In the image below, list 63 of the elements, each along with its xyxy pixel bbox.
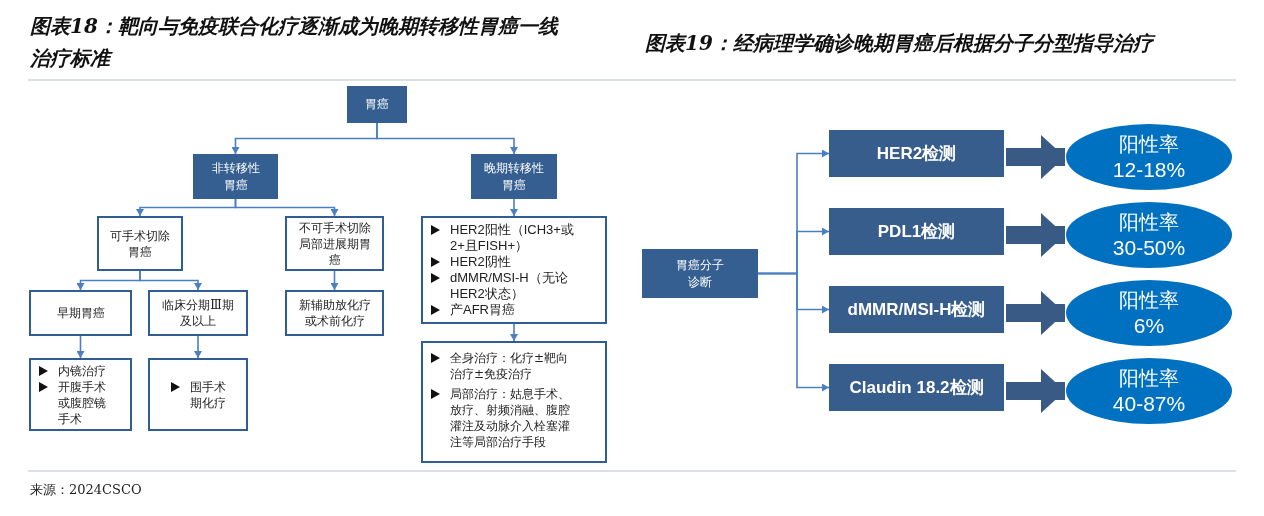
list-item: 局部治疗：姑息手术、放疗、射频消融、腹腔灌注及动脉介入栓塞灌注等局部治疗手段 <box>450 386 571 450</box>
box-text: dMMR/MSI-H检测 <box>847 299 986 321</box>
box-text: 晚期转移性胃癌 <box>483 159 545 194</box>
result-value: 30-50% <box>1112 235 1186 261</box>
process-box <box>285 216 384 271</box>
result-label: 阳性率 <box>1119 365 1179 391</box>
connector-arrow <box>194 335 202 359</box>
connector-arrow <box>330 270 339 291</box>
list-item: 内镜治疗 <box>58 362 107 379</box>
result-value: 12-18% <box>1112 157 1186 183</box>
box-text: Claudin 18.2检测 <box>849 377 984 399</box>
list-box <box>29 358 132 431</box>
box-text: PDL1检测 <box>877 221 956 243</box>
block-arrow <box>1006 369 1065 413</box>
list-item: 开腹手术或腹腔镜手术 <box>58 378 107 427</box>
list-item: dMMR/MSI-H（无论HER2状态） <box>450 270 569 302</box>
list-box <box>421 216 607 324</box>
box-text: 胃癌 <box>364 96 390 113</box>
list-item: HER2阳性（ICH3+或2+且FISH+） <box>450 222 575 254</box>
block-arrow <box>1006 213 1065 257</box>
connector-arrow <box>510 198 518 217</box>
connector-arrow <box>757 272 830 392</box>
box-text: 非转移性胃癌 <box>210 159 261 194</box>
process-box <box>471 154 557 199</box>
process-box <box>829 130 1004 177</box>
box-text: 临床分期Ⅲ期及以上 <box>161 297 235 329</box>
process-box <box>193 154 278 199</box>
connector-arrow <box>139 270 202 291</box>
list-item: HER2阴性 <box>450 254 511 270</box>
connector-arrow <box>376 122 518 155</box>
process-box <box>829 286 1004 333</box>
figure-title: 图表18：靶向与免疫联合化疗逐渐成为晚期转移性胃癌一线治疗标准 <box>30 13 560 72</box>
box-text: 新辅助放化疗或术前化疗 <box>297 297 372 329</box>
block-arrow <box>1006 135 1065 179</box>
result-label: 阳性率 <box>1119 287 1179 313</box>
process-box <box>148 290 248 336</box>
connector-arrow <box>510 323 518 342</box>
process-box <box>642 249 758 298</box>
box-text: 不可手术切除局部进展期胃癌 <box>297 219 372 268</box>
result-value: 6% <box>1133 313 1165 339</box>
list-box <box>148 358 248 431</box>
list-item: 全身治疗：化疗±靶向治疗±免疫治疗 <box>450 350 570 382</box>
figure-title: 图表19：经病理学确诊晚期胃癌后根据分子分型指导治疗 <box>645 27 1245 59</box>
list-box <box>421 341 607 463</box>
source-note: 来源：2024CSCO <box>30 481 143 499</box>
connector-arrow <box>76 335 85 359</box>
block-arrow <box>1006 291 1065 335</box>
result-value: 40-87% <box>1112 391 1186 417</box>
result-label: 阳性率 <box>1119 131 1179 157</box>
process-box <box>829 364 1004 411</box>
box-text: 早期胃癌 <box>55 305 106 321</box>
process-box <box>97 216 183 271</box>
connector-arrow <box>234 198 339 217</box>
process-box <box>829 208 1004 255</box>
box-text: 胃癌分子诊断 <box>675 256 725 291</box>
process-box <box>29 290 132 336</box>
list-item: 围手术期化疗 <box>189 378 227 411</box>
process-box <box>347 86 407 123</box>
box-text: 可手术切除胃癌 <box>109 227 171 260</box>
result-label: 阳性率 <box>1119 209 1179 235</box>
box-text: HER2检测 <box>876 143 957 165</box>
process-box <box>285 290 384 336</box>
list-item: 产AFR胃癌 <box>450 302 515 318</box>
